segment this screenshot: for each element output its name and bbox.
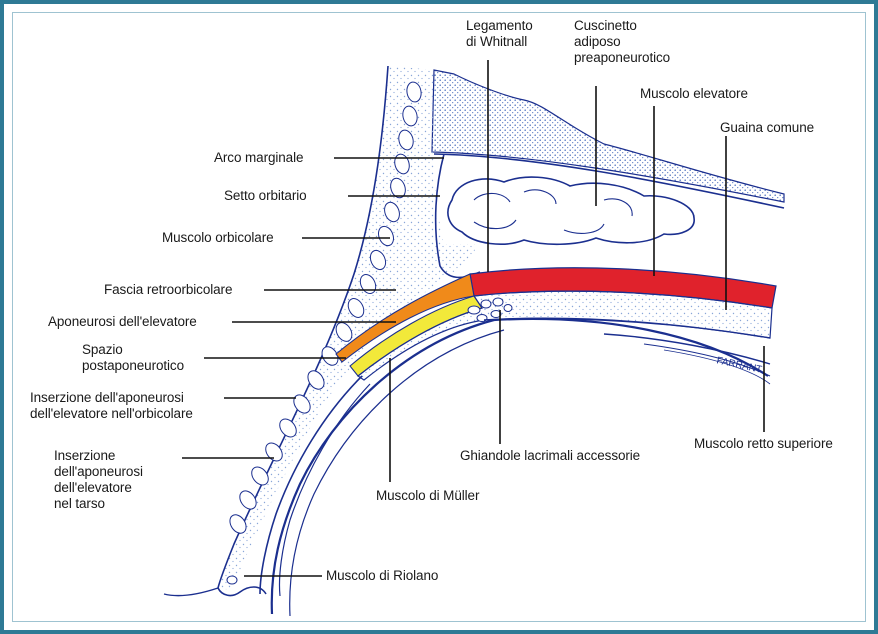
fat-pad	[448, 177, 694, 244]
label-orbital-septum: Setto orbitario	[224, 188, 307, 204]
label-common-sheath: Guaina comune	[720, 120, 814, 136]
label-retro-fascia: Fascia retroorbicolare	[104, 282, 232, 298]
label-levator: Muscolo elevatore	[640, 86, 748, 102]
label-muller: Muscolo di Müller	[376, 488, 479, 504]
label-lacrimal-glands: Ghiandole lacrimali accessorie	[460, 448, 640, 464]
eyelash	[164, 588, 218, 596]
riolan-muscle	[227, 576, 237, 584]
label-marginal-arcade: Arco marginale	[214, 150, 303, 166]
label-riolan: Muscolo di Riolano	[326, 568, 438, 584]
label-aponeurosis: Aponeurosi dell'elevatore	[48, 314, 197, 330]
label-superior-rectus: Muscolo retto superiore	[694, 436, 833, 452]
label-orbicularis: Muscolo orbicolare	[162, 230, 274, 246]
